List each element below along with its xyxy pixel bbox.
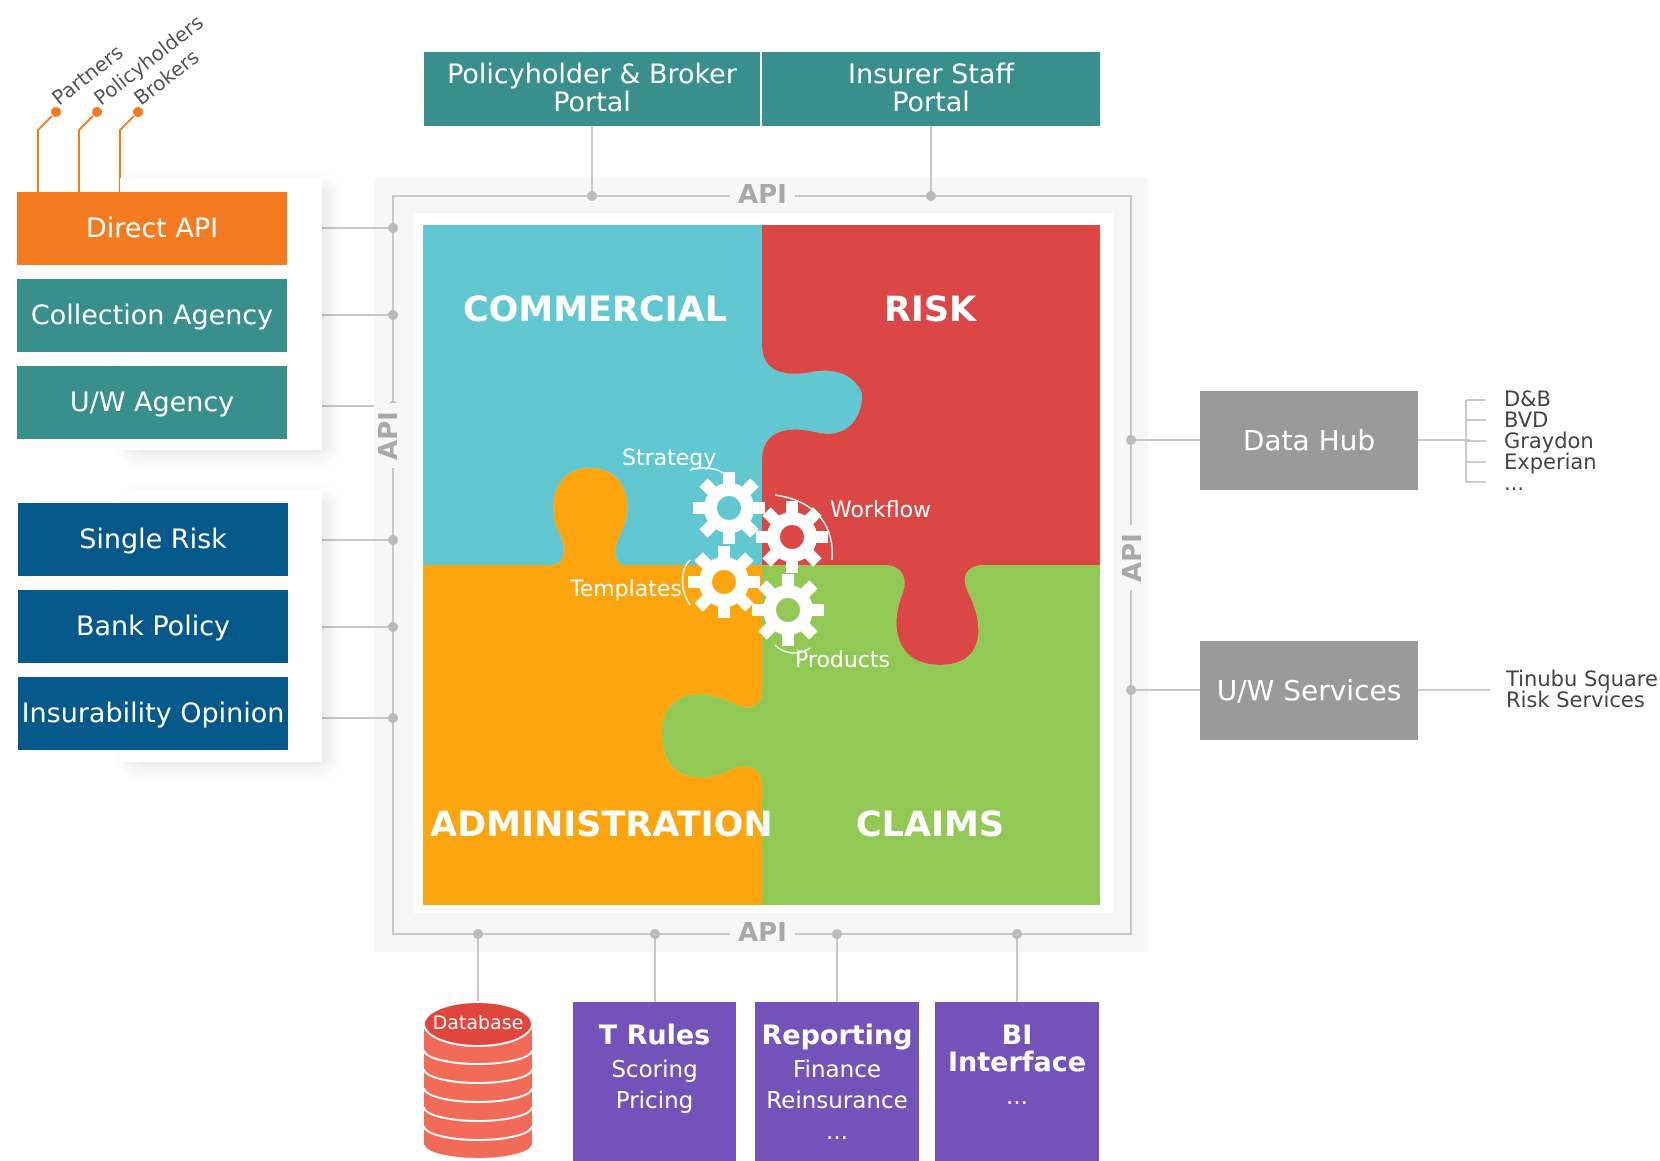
direct-api-box[interactable]: Direct API [17,192,287,265]
products-gear-icon [752,574,824,646]
claims-label: CLAIMS [855,805,1005,845]
uw-services-provider: Tinubu Square Risk Services [1506,669,1658,711]
commercial-label: COMMERCIAL [462,290,728,330]
portal-title-line2: Portal [553,87,631,118]
source-item: Graydon [1504,429,1594,453]
workflow-gear-icon [756,501,828,573]
products-label: Products [795,648,890,673]
bi-interface-box[interactable]: BI Interface ... [935,1002,1099,1161]
strategy-label: Strategy [622,446,717,471]
reporting-item: Finance [793,1057,881,1083]
uw-agency-box[interactable]: U/W Agency [17,366,287,439]
single-risk-box[interactable]: Single Risk [18,503,288,576]
t-rules-item: Pricing [615,1088,694,1114]
administration-label: ADMINISTRATION [430,805,773,845]
source-item: ... [1504,471,1525,495]
templates-gear-icon [688,546,760,618]
source-item: Experian [1504,450,1597,474]
risk-piece [762,225,1100,665]
api-label-bottom: API [730,918,795,948]
reporting-item: Reinsurance [766,1088,908,1114]
t-rules-box[interactable]: T Rules Scoring Pricing [573,1002,736,1161]
reporting-items: Finance Reinsurance ... [766,1055,908,1148]
reporting-box[interactable]: Reporting Finance Reinsurance ... [755,1002,919,1161]
reporting-title: Reporting [761,1020,913,1051]
commercial-piece [423,225,862,565]
uw-services-box[interactable]: U/W Services [1200,641,1418,740]
provider-line: Risk Services [1506,688,1645,712]
bi-title-line1: BI [1001,1020,1033,1051]
database-label: Database [432,1012,524,1034]
templates-label: Templates [570,577,682,602]
claims-piece [662,565,1100,905]
database-icon [423,1001,533,1160]
policyholder-broker-portal[interactable]: Policyholder & Broker Portal [424,52,760,126]
source-item: D&B [1504,387,1551,411]
portal-title-line2: Portal [892,87,970,118]
administration-piece [423,467,762,905]
portal-title-line1: Policyholder & Broker [447,59,737,90]
insurability-opinion-box[interactable]: Insurability Opinion [18,677,288,750]
data-hub-sources: D&B BVD Graydon Experian ... [1504,389,1597,494]
strategy-gear-icon [693,472,765,544]
t-rules-items: Scoring Pricing [611,1055,697,1117]
portal-title-line1: Insurer Staff [848,59,1014,90]
bi-item: ... [1006,1084,1028,1110]
t-rules-title: T Rules [598,1020,711,1051]
api-label-top: API [730,180,795,210]
data-hub-box[interactable]: Data Hub [1200,391,1418,490]
source-item: BVD [1504,408,1549,432]
bi-items: ... [1006,1082,1028,1113]
workflow-label: Workflow [830,498,932,523]
insurer-staff-portal[interactable]: Insurer Staff Portal [762,52,1100,126]
provider-line: Tinubu Square [1506,667,1658,691]
collection-agency-box[interactable]: Collection Agency [17,279,287,352]
reporting-item: ... [826,1119,848,1145]
bi-title-line2: Interface [947,1047,1087,1078]
risk-label: RISK [883,290,977,330]
t-rules-item: Scoring [611,1057,698,1083]
bank-policy-box[interactable]: Bank Policy [18,590,288,663]
